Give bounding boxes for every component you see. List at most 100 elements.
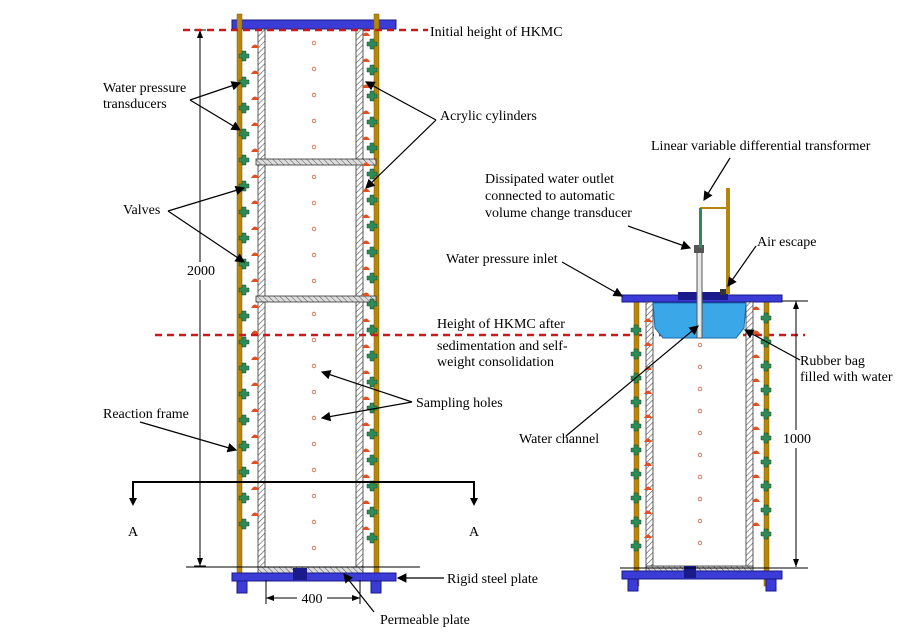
width-400-label: 400 [302,592,323,607]
permeable-plate-label: Permeable plate [380,613,470,628]
valve [251,408,259,412]
water-pressure-transducer [238,336,250,348]
valve [362,526,370,530]
valve [362,32,370,36]
water-pressure-transducer [366,38,378,50]
valve [752,498,760,502]
water-pressure-transducer [366,506,378,518]
right-cylinder-wall-left [645,301,654,569]
air-escape-label: Air escape [757,235,816,250]
water-pressure-transducer [760,456,772,468]
valve [251,434,259,438]
valve [251,356,259,360]
water-pressure-transducer [760,432,772,444]
rigid-steel-plate-label: Rigid steel plate [447,572,538,587]
water-pressure-transducer [366,272,378,284]
right-base-plate [621,570,783,580]
sampling-holes-label: Sampling holes [416,396,503,411]
dissipated-label-3: volume change transducer [485,206,632,221]
valve [251,226,259,230]
water-pressure-transducer [238,414,250,426]
water-pressure-transducer [366,350,378,362]
valve [362,266,370,270]
valve [362,396,370,400]
water-pressure-transducer [366,454,378,466]
valve [644,534,652,538]
water-pressure-transducer [630,468,642,480]
water-pressure-transducers-label-1: Water pressure [103,81,186,96]
rubber-bag-label-2: filled with water [800,370,893,385]
water-pressure-transducer [760,528,772,540]
valve [362,214,370,218]
right-apparatus: 1000 [620,188,813,592]
foot-right [370,580,382,594]
water-channel-pipe [696,251,703,339]
cylinder-joint-1 [255,158,377,166]
sampling-holes-right [697,342,703,546]
water-pressure-transducer [630,516,642,528]
dissipated-label-1: Dissipated water outlet [485,172,614,187]
initial-height-label: Initial height of HKMC [430,25,563,40]
water-pressure-transducer [238,492,250,504]
valve [251,122,259,126]
water-pressure-transducer [366,480,378,492]
water-pressure-transducer [238,310,250,322]
water-pressure-transducer [760,384,772,396]
valve [644,486,652,490]
water-pressure-transducer [366,220,378,232]
water-pressure-transducer [238,440,250,452]
valve [362,318,370,322]
section-a-left-label: A [128,525,139,540]
valve [362,422,370,426]
water-pressure-transducer [238,206,250,218]
water-pressure-transducer [366,90,378,102]
water-pressure-transducer [238,128,250,140]
water-pressure-transducer [238,232,250,244]
valve [251,382,259,386]
valve [752,474,760,478]
acrylic-cylinders-label: Acrylic cylinders [440,109,537,124]
water-pressure-transducer [366,402,378,414]
water-pressure-transducer [366,428,378,440]
valve [644,318,652,322]
valve [251,44,259,48]
lvdt-label: Linear variable differential transformer [651,139,871,154]
valve [362,136,370,140]
rigid-steel-plate [231,572,397,582]
valve [362,162,370,166]
water-pressure-transducer [366,532,378,544]
water-pressure-transducer [366,246,378,258]
valve [251,304,259,308]
water-pressure-transducer [630,324,642,336]
height-after-label-3: weight consolidation [437,355,554,370]
water-pressure-transducer [630,348,642,360]
lvdt-rod [699,208,702,248]
lvdt-body [726,188,730,294]
water-pressure-transducer [630,420,642,432]
permeable-plate [257,566,364,574]
valve [362,448,370,452]
valve [251,512,259,516]
valve [362,500,370,504]
water-pressure-transducer [238,466,250,478]
valve [644,510,652,514]
water-pressure-inlet-label: Water pressure inlet [446,252,558,267]
valve [752,402,760,406]
cylinder-joint-2 [255,295,377,303]
water-pressure-transducer [366,298,378,310]
water-pressure-transducer [760,504,772,516]
valve [251,96,259,100]
water-pressure-transducers-label-2: transducers [103,97,167,112]
outlet-valve [694,245,704,253]
valve [362,344,370,348]
section-a-right-label: A [469,525,480,540]
water-pressure-transducer [238,50,250,62]
air-escape-fitting [720,289,726,295]
water-pressure-transducer [238,154,250,166]
water-pressure-transducer [238,76,250,88]
water-pressure-transducer [366,64,378,76]
height-2000-label: 2000 [187,264,215,279]
valve [362,292,370,296]
valve [251,174,259,178]
